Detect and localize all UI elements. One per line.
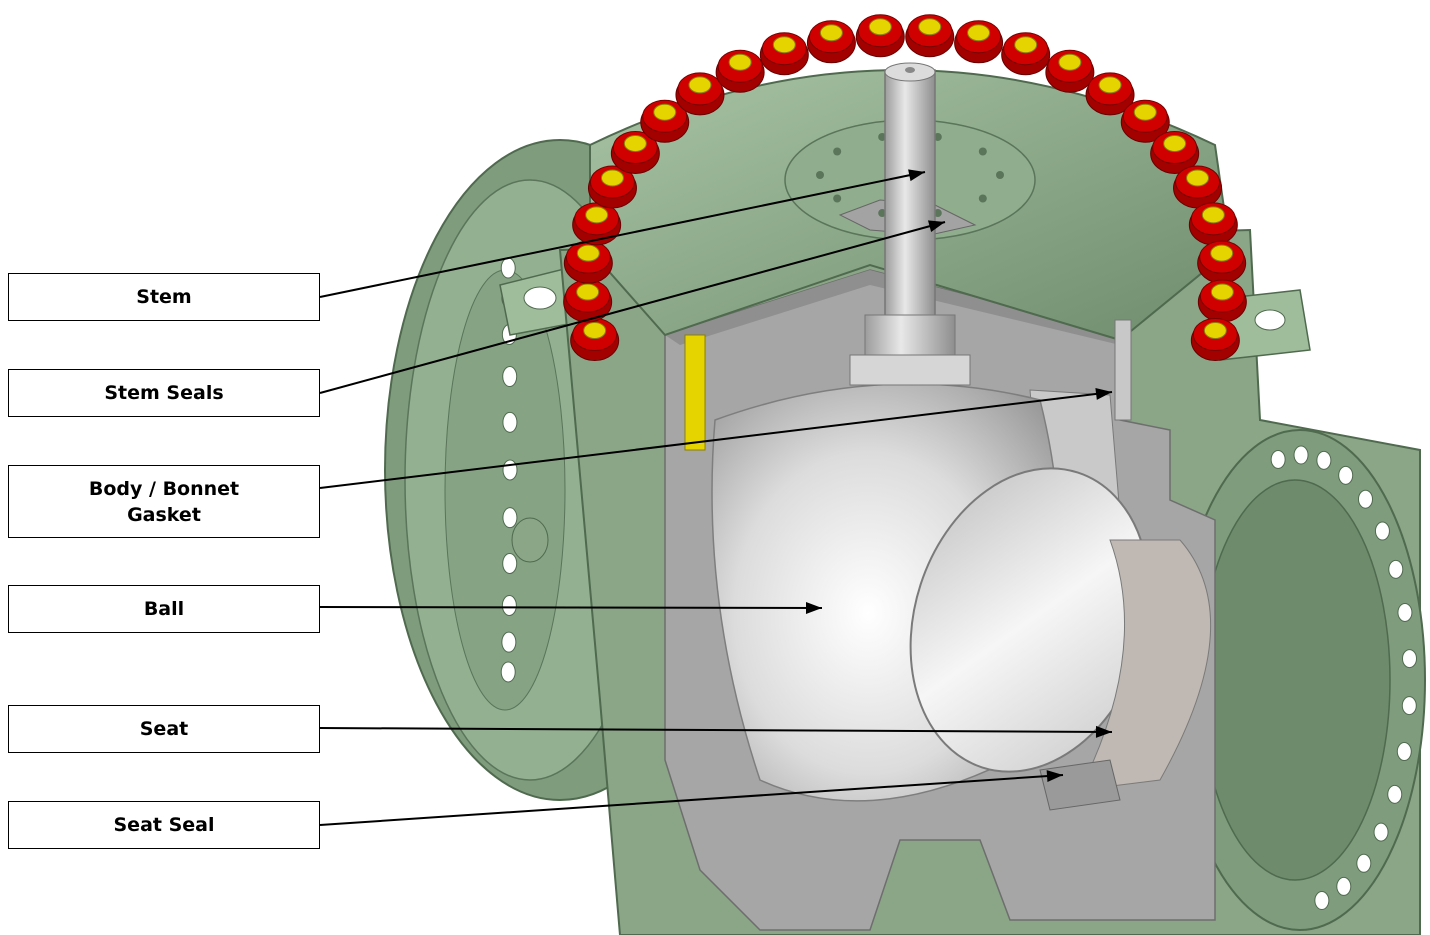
bolt-hole: [1316, 450, 1332, 470]
bolt-hole: [1397, 602, 1413, 622]
bolt-nut: [570, 318, 620, 362]
plate-hole: [996, 171, 1004, 179]
bolt-hole: [1293, 445, 1309, 465]
bolt-nut: [572, 202, 622, 246]
bolt-hole: [1388, 559, 1404, 579]
right-flange: [1174, 429, 1426, 931]
bolt-hole: [1314, 891, 1330, 911]
bolt-hole: [1356, 853, 1372, 873]
bolt-hole: [1338, 465, 1354, 485]
leader-seat: [319, 725, 1113, 738]
leader-stem: [319, 169, 926, 298]
bolt-hole: [1374, 521, 1390, 541]
bolt-nut: [855, 14, 905, 58]
bolt-nut: [1001, 32, 1051, 76]
bolt-hole: [500, 257, 516, 279]
bolt-nut: [1197, 279, 1247, 323]
plate-hole: [933, 132, 942, 141]
bolt-hole: [1402, 649, 1418, 669]
bolt-nut: [610, 130, 660, 174]
bolt-nut: [1188, 202, 1238, 246]
ball-bore: [909, 467, 1212, 811]
bolt-hole: [1396, 742, 1412, 762]
bolt-nut: [1190, 318, 1240, 362]
bolt-hole: [1270, 449, 1286, 469]
bolt-hole: [1387, 784, 1403, 804]
plate-hole: [833, 147, 842, 156]
bolt-hole: [501, 631, 517, 653]
bolt-nut: [759, 32, 809, 76]
label-stem-seals: Stem Seals: [8, 369, 320, 417]
bolt-hole: [1373, 822, 1389, 842]
bolt-hole: [1336, 876, 1352, 896]
bolt-hole: [502, 507, 518, 529]
bolt-nut: [954, 20, 1004, 64]
bonnet-plate-holes: [816, 132, 1004, 218]
bolt-nut: [715, 49, 765, 93]
bolt-hole: [502, 366, 518, 388]
label-seat-seal: Seat Seal: [8, 801, 320, 849]
plate-hole: [978, 194, 987, 203]
leader-ball: [319, 601, 823, 614]
leader-lines: [319, 169, 1113, 826]
bolt-hole: [1357, 489, 1373, 509]
bolt-nut: [675, 72, 725, 116]
bonnet-bolt-ring: [563, 14, 1247, 362]
bolt-hole: [502, 459, 518, 481]
bolt-hole: [502, 411, 518, 433]
plate-hole: [978, 147, 987, 156]
leader-stem-seals: [319, 220, 946, 394]
bolt-hole: [501, 595, 517, 617]
bolt-nut: [1120, 99, 1170, 143]
bolt-nut: [587, 165, 637, 209]
bolt-nut: [1045, 49, 1095, 93]
body-bonnet-studs: [684, 319, 1132, 451]
label-seat: Seat: [8, 705, 320, 753]
bolt-hole: [1401, 696, 1417, 716]
plate-hole: [933, 209, 942, 218]
plate-hole: [816, 171, 824, 179]
stem: [849, 62, 971, 386]
plate-hole: [833, 194, 842, 203]
right-flange-holes: [1270, 445, 1418, 911]
bolt-hole: [500, 661, 516, 683]
label-ball: Ball: [8, 585, 320, 633]
plate-hole: [878, 209, 887, 218]
bolt-hole: [502, 552, 518, 574]
leader-body-bonnet-gasket: [319, 387, 1113, 489]
bolt-nut: [1085, 72, 1135, 116]
bolt-nut: [1173, 165, 1223, 209]
label-stem: Stem: [8, 273, 320, 321]
bolt-nut: [905, 14, 955, 58]
bolt-nut: [806, 20, 856, 64]
bolt-nut: [563, 240, 613, 284]
bolt-nut: [640, 99, 690, 143]
plate-hole: [878, 132, 887, 141]
bolt-nut: [1150, 130, 1200, 174]
bolt-nut: [1197, 240, 1247, 284]
leader-seat-seal: [319, 770, 1064, 826]
label-body-bonnet-gasket: Body / Bonnet Gasket: [8, 465, 320, 538]
